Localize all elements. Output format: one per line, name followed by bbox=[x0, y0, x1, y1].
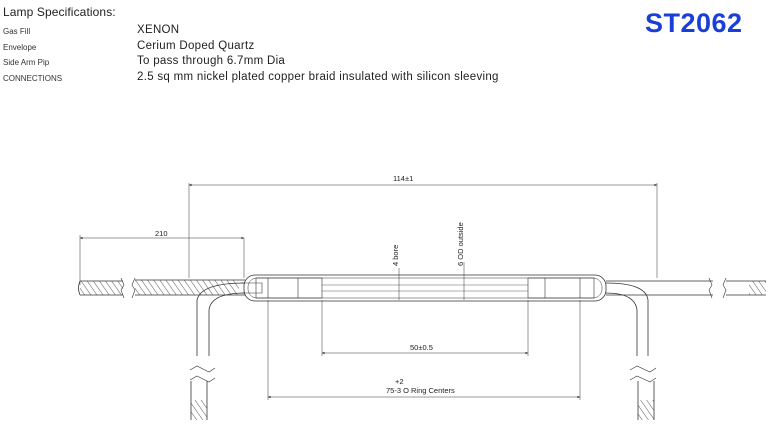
arc-length-label: 50±0.5 bbox=[410, 343, 433, 352]
lamp-body bbox=[241, 262, 607, 302]
left-lead bbox=[78, 277, 245, 299]
overall-length-label: 114±1 bbox=[393, 174, 413, 183]
oring-centers-dimension bbox=[267, 300, 581, 400]
right-lead bbox=[606, 277, 766, 299]
part-number: ST2062 bbox=[645, 8, 743, 38]
overall-length-dimension bbox=[188, 183, 658, 278]
specs-title: Lamp Specifications: bbox=[3, 5, 116, 19]
lead-length-dimension bbox=[79, 235, 245, 285]
spec-label-side-arm-pip: Side Arm Pip bbox=[3, 58, 50, 67]
spec-value-gas-fill: XENON bbox=[137, 24, 180, 36]
od-label: 6 OD outside bbox=[456, 222, 465, 266]
oring-centers-label: 75-3 O Ring Centers bbox=[386, 386, 455, 395]
spec-label-envelope: Envelope bbox=[3, 43, 37, 52]
spec-value-side-arm-pip: To pass through 6.7mm Dia bbox=[137, 55, 286, 67]
spec-label-connections: CONNECTIONS bbox=[3, 74, 63, 83]
lead-length-label: 210 bbox=[155, 229, 168, 238]
spec-value-connections: 2.5 sq mm nickel plated copper braid ins… bbox=[137, 71, 499, 83]
bore-label: 4 bore bbox=[391, 245, 400, 266]
left-bent-arm bbox=[189, 282, 246, 420]
spec-row-connections: CONNECTIONS 2.5 sq mm nickel plated copp… bbox=[0, 71, 600, 87]
spec-label-gas-fill: Gas Fill bbox=[3, 27, 31, 36]
spec-row-gas-fill: Gas Fill XENON bbox=[0, 24, 600, 40]
right-bent-arm bbox=[605, 282, 657, 420]
tolerance-label: +2 bbox=[395, 377, 404, 386]
spec-value-envelope: Cerium Doped Quartz bbox=[137, 40, 255, 52]
spec-row-envelope: Envelope Cerium Doped Quartz bbox=[0, 40, 600, 56]
arc-length-dimension bbox=[321, 300, 529, 356]
spec-row-side-arm-pip: Side Arm Pip To pass through 6.7mm Dia bbox=[0, 55, 600, 71]
